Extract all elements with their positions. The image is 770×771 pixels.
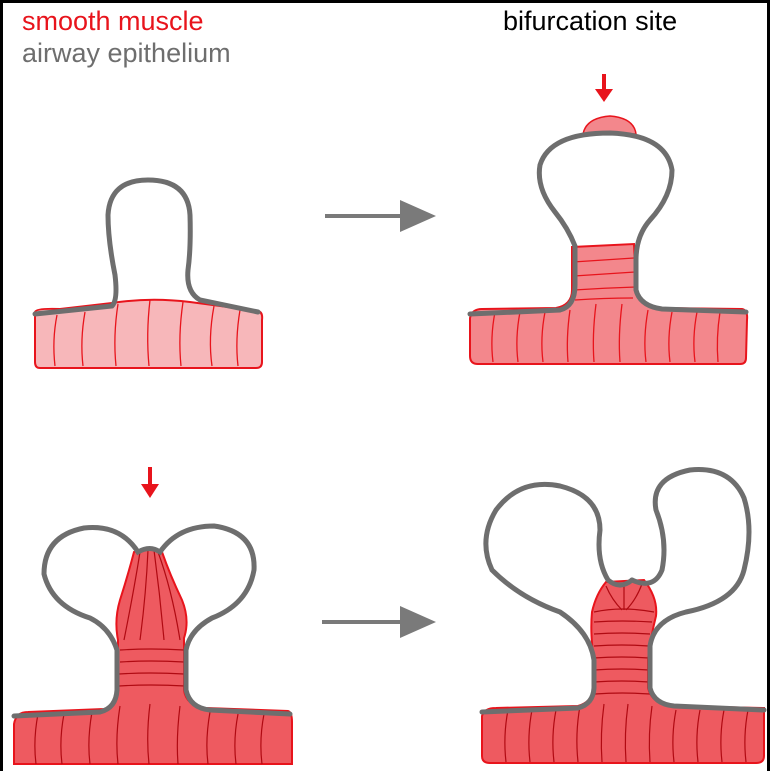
stage2-muscle (470, 244, 747, 364)
stage-1-initial-bud (35, 180, 262, 368)
stage-3-cleft-formation (14, 467, 292, 764)
stage4-muscle (482, 580, 764, 763)
stage4-epithelium-right-branch (632, 470, 764, 710)
stage-4-bifurcated-branches (482, 470, 764, 763)
cleft-arrowhead-icon (141, 484, 159, 498)
stage1-epithelium (35, 180, 258, 314)
bifurcation-arrowhead-icon (595, 89, 613, 102)
stage-2-bud-elongation (470, 74, 747, 364)
